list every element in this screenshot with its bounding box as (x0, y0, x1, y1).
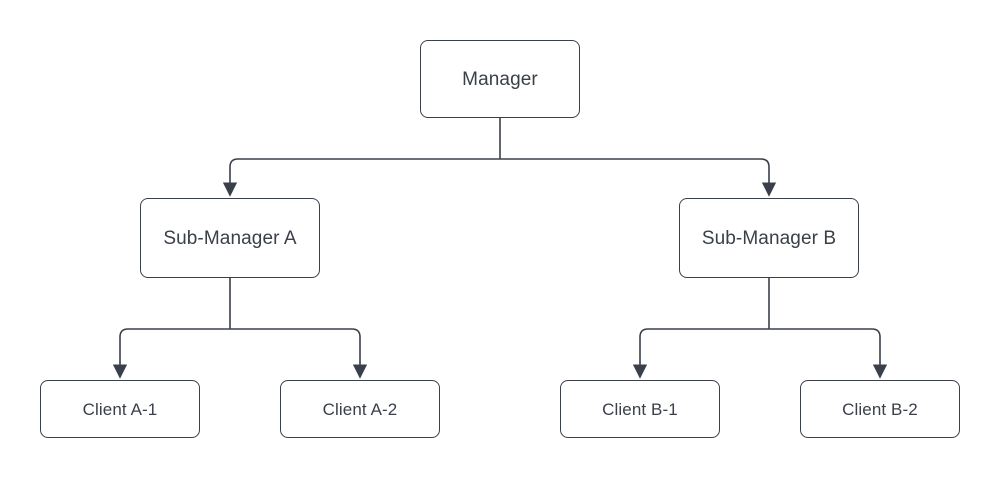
node-client-b2[interactable]: Client B-2 (800, 380, 960, 438)
node-client-b1-label: Client B-1 (602, 399, 678, 419)
node-sub-manager-a-label: Sub-Manager A (163, 227, 297, 249)
edge-submanager-a-to-client-a2 (230, 328, 368, 379)
edge-manager-to-submanager-b (500, 158, 777, 197)
node-sub-manager-a[interactable]: Sub-Manager A (140, 198, 320, 278)
node-client-b2-label: Client B-2 (842, 399, 918, 419)
node-sub-manager-b-label: Sub-Manager B (701, 227, 837, 249)
node-client-a1-label: Client A-1 (82, 399, 158, 419)
node-client-b1[interactable]: Client B-1 (560, 380, 720, 438)
edge-submanager-b-to-client-b2 (769, 328, 888, 379)
edge-manager-to-submanager-a (222, 158, 500, 197)
node-client-a2[interactable]: Client A-2 (280, 380, 440, 438)
node-manager[interactable]: Manager (420, 40, 580, 118)
node-client-a2-label: Client A-2 (322, 399, 398, 419)
edge-submanager-a-to-client-a1 (112, 328, 230, 379)
node-sub-manager-b[interactable]: Sub-Manager B (679, 198, 859, 278)
edge-submanager-b-to-client-b1 (632, 328, 769, 379)
node-client-a1[interactable]: Client A-1 (40, 380, 200, 438)
node-manager-label: Manager (462, 68, 538, 90)
